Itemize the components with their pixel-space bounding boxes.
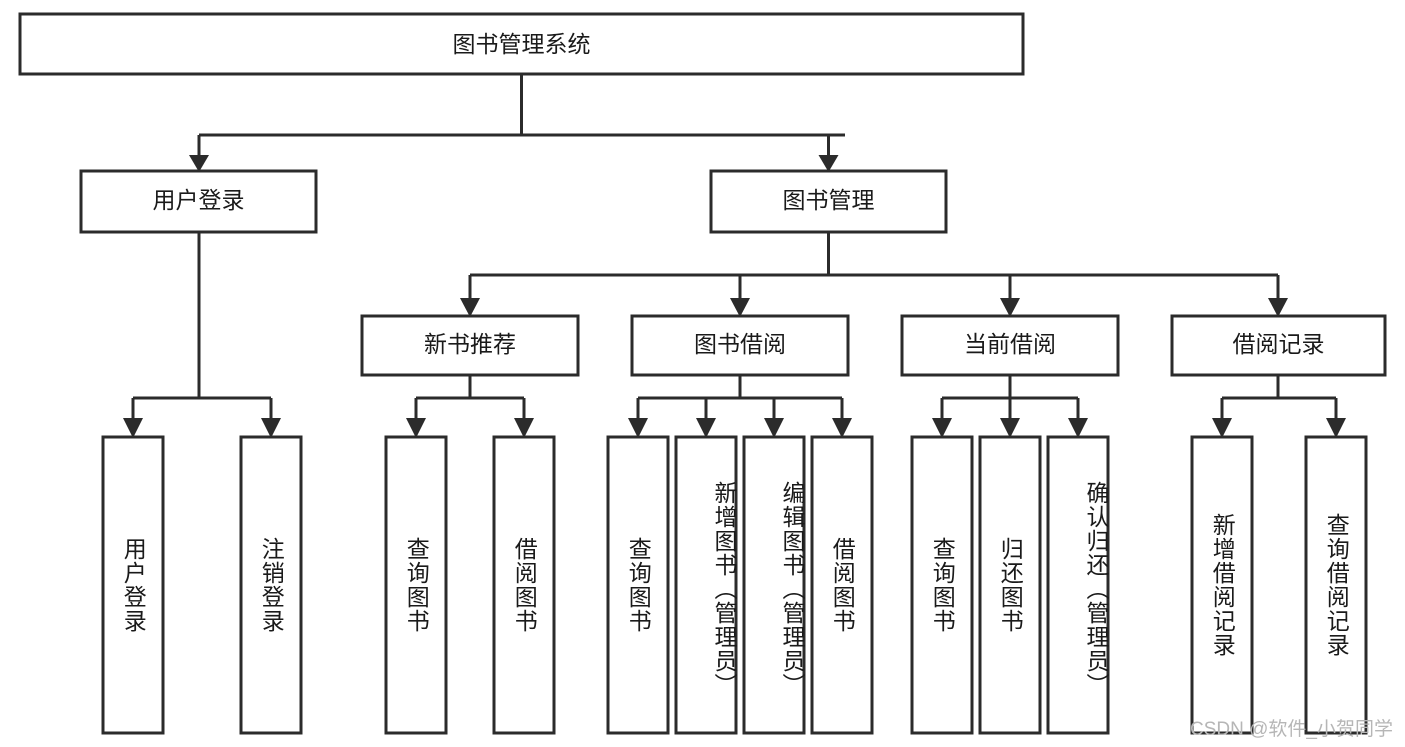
- connector-borrowrecord-to-leaves: [1220, 375, 1338, 423]
- node-user-login[interactable]: 用户登录: [79, 169, 318, 234]
- node-new-book-recommend-box[interactable]: [360, 314, 580, 377]
- node-book-management-label: 图书管理: [783, 187, 875, 213]
- arrow-icon: [1326, 418, 1346, 438]
- connector-bookborrow-to-leaves: [636, 375, 844, 423]
- node-book-borrow[interactable]: 图书借阅: [630, 314, 850, 377]
- node-leaf-edit-book-box[interactable]: [742, 435, 806, 735]
- arrow-icon: [1000, 418, 1020, 438]
- connector-currentborrow-to-leaves: [940, 375, 1080, 423]
- node-leaf-query-book-1-box[interactable]: [384, 435, 448, 735]
- connector-userlogin-to-leaves: [131, 232, 273, 423]
- node-root-box[interactable]: [18, 12, 1025, 76]
- arrow-icon: [818, 155, 839, 172]
- node-new-book-recommend-label: 新书推荐: [424, 331, 516, 357]
- node-leaf-borrow-book-1-box[interactable]: [492, 435, 556, 735]
- node-book-borrow-box[interactable]: [630, 314, 850, 377]
- node-leaf-borrow-book-2-box[interactable]: [810, 435, 874, 735]
- node-leaf-add-record-box[interactable]: [1190, 435, 1254, 735]
- arrow-icon: [1212, 418, 1232, 438]
- arrow-icon: [123, 418, 143, 438]
- connector-bookmgmt-to-level3: [468, 232, 1280, 303]
- node-leaf-query-book-2-box[interactable]: [606, 435, 670, 735]
- node-leaf-add-book-box[interactable]: [674, 435, 738, 735]
- node-book-management[interactable]: 图书管理: [709, 169, 948, 234]
- arrow-icon: [730, 298, 750, 317]
- connector-root-to-level2: [197, 75, 845, 160]
- arrow-icon: [832, 418, 852, 438]
- csdn-watermark: CSDN @软件_小贺同学: [1190, 719, 1393, 740]
- node-borrow-record-box[interactable]: [1170, 314, 1387, 377]
- arrow-icon: [514, 418, 534, 438]
- node-current-borrow-label: 当前借阅: [964, 331, 1056, 357]
- connector-newbook-to-leaves: [414, 375, 526, 423]
- arrowhead-group: [123, 155, 1346, 438]
- leaf-boxes: [101, 435, 1368, 735]
- arrow-icon: [1068, 418, 1088, 438]
- node-user-login-box[interactable]: [79, 169, 318, 234]
- node-current-borrow-box[interactable]: [900, 314, 1120, 377]
- arrow-icon: [460, 298, 480, 317]
- node-book-management-box[interactable]: [709, 169, 948, 234]
- node-borrow-record-label: 借阅记录: [1233, 331, 1325, 357]
- node-borrow-record[interactable]: 借阅记录: [1170, 314, 1387, 377]
- node-new-book-recommend[interactable]: 新书推荐: [360, 314, 580, 377]
- node-user-login-label: 用户登录: [153, 187, 245, 213]
- arrow-icon: [696, 418, 716, 438]
- node-book-borrow-label: 图书借阅: [694, 331, 786, 357]
- node-leaf-return-book-box[interactable]: [978, 435, 1042, 735]
- arrow-icon: [189, 155, 209, 172]
- node-leaf-user-login-box[interactable]: [101, 435, 165, 735]
- node-leaf-confirm-return-box[interactable]: [1046, 435, 1110, 735]
- node-current-borrow[interactable]: 当前借阅: [900, 314, 1120, 377]
- node-leaf-logout-box[interactable]: [239, 435, 303, 735]
- node-leaf-query-book-3-box[interactable]: [910, 435, 974, 735]
- node-root[interactable]: 图书管理系统: [18, 12, 1025, 76]
- arrow-icon: [764, 418, 784, 438]
- arrow-icon: [932, 418, 952, 438]
- arrow-icon: [1000, 298, 1020, 317]
- arrow-icon: [1268, 298, 1288, 317]
- arrow-icon: [261, 418, 281, 438]
- connector-group: [131, 75, 1338, 423]
- node-leaf-query-record-box[interactable]: [1304, 435, 1368, 735]
- arrow-icon: [406, 418, 426, 438]
- arrow-icon: [628, 418, 648, 438]
- node-root-label: 图书管理系统: [453, 31, 591, 57]
